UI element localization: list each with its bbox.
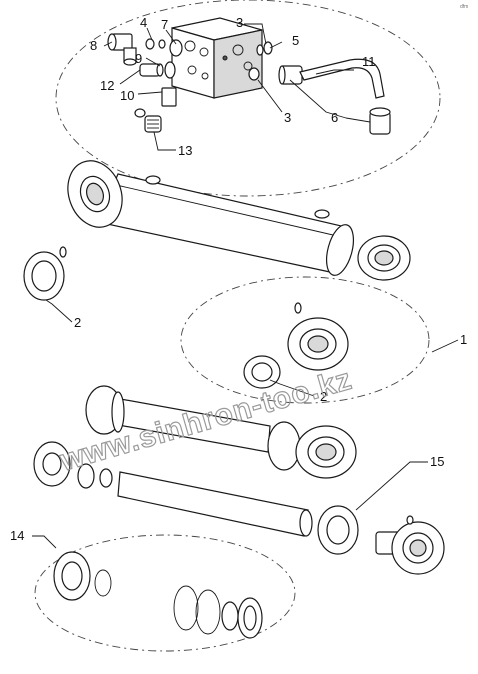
cylinder-barrel <box>67 160 411 281</box>
elbow-fitting <box>107 33 137 66</box>
callout-2-center: 2 <box>320 389 327 404</box>
callout-2-left: 2 <box>74 315 81 330</box>
callouts: 4 7 3 8 9 5 11 12 10 3 6 13 2 1 2 15 14 <box>10 15 467 543</box>
callout-8: 8 <box>90 38 97 53</box>
callout-7: 7 <box>161 17 168 32</box>
corner-mark: dfm <box>460 4 468 10</box>
rod-end-eye <box>375 515 445 575</box>
callout-9: 9 <box>135 51 142 66</box>
leader-lines <box>32 23 459 549</box>
callout-3-bottom: 3 <box>284 110 291 125</box>
seal-kit-parts <box>53 551 263 639</box>
callout-14: 14 <box>10 528 24 543</box>
callout-13: 13 <box>178 143 192 158</box>
cylinder-rod-upper <box>85 385 357 479</box>
valve-group-outline <box>55 0 441 197</box>
piston-rod-lower <box>33 441 359 555</box>
hydraulic-pipe <box>299 58 391 135</box>
callout-4: 4 <box>140 15 147 30</box>
callout-11: 11 <box>362 54 376 69</box>
valve-block <box>171 17 263 99</box>
callout-5: 5 <box>292 33 299 48</box>
callout-1: 1 <box>460 332 467 347</box>
callout-6: 6 <box>331 110 338 125</box>
right-fittings <box>248 41 303 85</box>
seal-group-parts <box>243 302 349 389</box>
callout-15: 15 <box>430 454 444 469</box>
rod-seal-left <box>23 246 67 301</box>
callout-12: 12 <box>100 78 114 93</box>
callout-10: 10 <box>120 88 134 103</box>
callout-3-top: 3 <box>236 15 243 30</box>
seal-group-outline <box>180 276 430 404</box>
small-fittings <box>134 38 183 133</box>
seal-kit-outline <box>34 534 296 652</box>
